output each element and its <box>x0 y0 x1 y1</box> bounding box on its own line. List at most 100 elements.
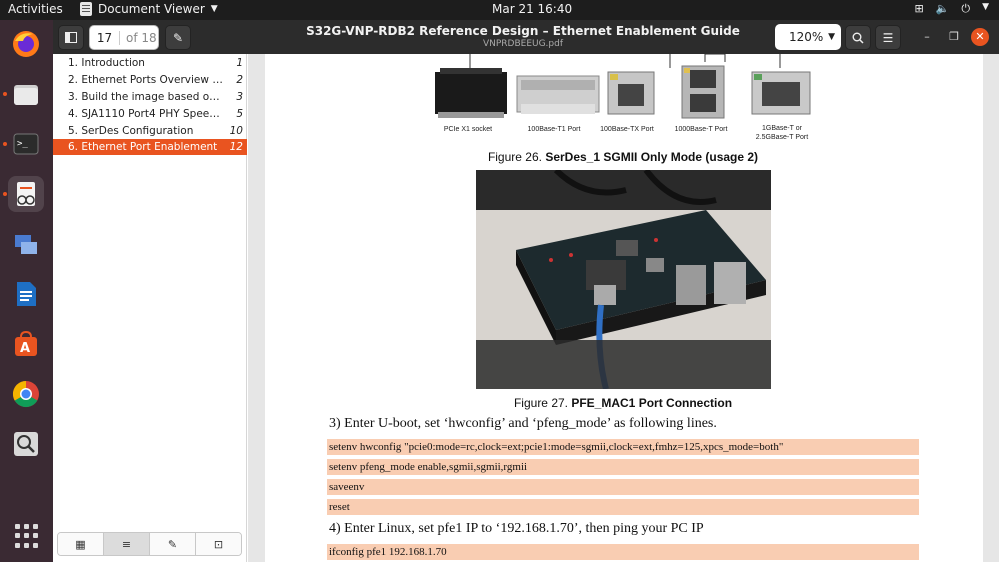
hamburger-icon: ☰ <box>882 30 894 45</box>
activities-button[interactable]: Activities <box>8 2 63 16</box>
zoom-select[interactable]: 120% ▼ <box>775 24 841 50</box>
bookmarks-tab[interactable]: ⊡ <box>196 533 241 555</box>
document-filename: VNPRDBEEUG.pdf <box>482 39 564 49</box>
magnifier-icon <box>14 432 38 456</box>
outline-item-page: 3 <box>236 91 243 103</box>
zoom-value: 120% <box>789 30 824 44</box>
port-label: PCIe X1 socket <box>443 126 493 133</box>
running-indicator <box>3 192 7 196</box>
dock-software[interactable]: A <box>8 326 44 362</box>
outline-item-label: 3. Build the image based on B... <box>68 91 226 103</box>
bookmark-icon: ⊡ <box>213 537 224 551</box>
outline-icon: ≡ <box>121 537 132 551</box>
outline-item-label: 6. Ethernet Port Enablement <box>68 141 218 153</box>
svg-text:A: A <box>20 341 30 356</box>
step-4-text: 4) Enter Linux, set pfe1 IP to ‘192.168.… <box>329 521 704 536</box>
chevron-down-icon: ▼ <box>210 4 218 14</box>
code-line: ifconfig pfe1 192.168.1.70 <box>327 544 919 561</box>
dock: >_ A <box>0 20 53 562</box>
dock-remote-desktop[interactable] <box>8 226 44 262</box>
outline-item[interactable]: 1. Introduction 1 <box>53 55 247 71</box>
figure-26-caption: Figure 26. SerDes_1 SGMII Only Mode (usa… <box>385 150 861 164</box>
dock-terminal[interactable]: >_ <box>3 126 44 162</box>
port-label: 1GBase-T or 2.5GBase-T Port <box>755 125 809 141</box>
folder-icon <box>14 85 38 105</box>
search-button[interactable] <box>845 25 871 50</box>
page-number-field[interactable]: 17 of 18 <box>89 25 159 50</box>
port-figure-image <box>435 54 811 119</box>
outline-item[interactable]: 5. SerDes Configuration 10 <box>53 123 247 139</box>
pdf-page: PCIe X1 socket 100Base-T1 Port 100Base-T… <box>265 54 983 562</box>
dock-files[interactable] <box>3 76 44 112</box>
top-bar: Activities Document Viewer ▼ Mar 21 16:4… <box>0 0 999 20</box>
step-3-text: 3) Enter U-boot, set ‘hwconfig’ and ‘pfe… <box>329 416 717 431</box>
outline-sidebar: 1. Introduction 1 2. Ethernet Ports Over… <box>53 54 247 562</box>
code-line: reset <box>327 499 919 516</box>
show-apps-icon[interactable] <box>15 524 39 548</box>
chevron-down-icon: ▼ <box>828 32 835 42</box>
maximize-button[interactable]: ❐ <box>949 30 959 43</box>
page-total: of 18 <box>126 30 157 45</box>
close-button[interactable]: ✕ <box>971 28 989 46</box>
outline-item-page: 5 <box>236 108 243 120</box>
outline-tab[interactable]: ≡ <box>104 533 150 555</box>
outline-item[interactable]: 4. SJA1110 Port4 PHY Speed C... 5 <box>53 106 247 122</box>
outline-item-label: 1. Introduction <box>68 57 145 69</box>
document-title: S32G-VNP-RDB2 Reference Design – Etherne… <box>306 24 740 38</box>
page-current[interactable]: 17 <box>90 30 120 45</box>
figure-27-prefix: Figure 27. <box>513 396 572 410</box>
figure-26-prefix: Figure 26. <box>487 150 546 164</box>
outline-item[interactable]: 2. Ethernet Ports Overview an... 2 <box>53 72 247 88</box>
minimize-button[interactable]: – <box>924 30 930 43</box>
tray-chevron-icon: ▼ <box>982 2 989 12</box>
outline-item[interactable]: 3. Build the image based on B... 3 <box>53 89 247 105</box>
power-icon: ⏻ <box>961 2 971 15</box>
sidebar-view-switcher: ▦ ≡ ✎ ⊡ <box>57 532 242 556</box>
port-label: 1000Base-T Port <box>674 126 728 133</box>
sidebar-toggle-button[interactable] <box>58 25 84 50</box>
system-tray[interactable]: ⊞ 🔈 ⏻ ▼ <box>914 2 989 16</box>
svg-text:>_: >_ <box>17 139 28 149</box>
board-photo <box>476 170 771 389</box>
app-menu-label: Document Viewer <box>98 2 205 16</box>
app-menu[interactable]: Document Viewer ▼ <box>80 2 218 16</box>
outline-item-page: 1 <box>236 57 243 69</box>
outline-item-label: 5. SerDes Configuration <box>68 125 194 137</box>
search-icon <box>852 32 864 44</box>
outline-item-page: 10 <box>229 125 243 137</box>
writer-icon <box>17 282 36 306</box>
code-line: saveenv <box>327 479 919 496</box>
outline-item-selected[interactable]: 6. Ethernet Port Enablement 12 <box>53 139 247 155</box>
sidebar-icon <box>65 32 77 43</box>
header-bar: 17 of 18 ✎ S32G-VNP-RDB2 Reference Desig… <box>53 20 999 54</box>
dock-document-viewer[interactable] <box>3 176 44 212</box>
terminal-icon: >_ <box>13 133 39 155</box>
dock-firefox[interactable] <box>8 26 44 62</box>
document-viewer-icon <box>80 2 92 16</box>
running-indicator <box>3 142 7 146</box>
pencil-icon: ✎ <box>172 30 184 45</box>
document-view[interactable]: PCIe X1 socket 100Base-T1 Port 100Base-T… <box>248 54 999 562</box>
outline-item-label: 2. Ethernet Ports Overview an... <box>68 74 226 86</box>
port-label: 100Base-T1 Port <box>527 126 581 133</box>
figure-27-caption: Figure 27. PFE_MAC1 Port Connection <box>385 396 861 410</box>
dock-image-viewer[interactable] <box>8 426 44 462</box>
dock-chrome[interactable] <box>8 376 44 412</box>
main-menu-button[interactable]: ☰ <box>875 25 901 50</box>
dock-writer[interactable] <box>8 276 44 312</box>
clock[interactable]: Mar 21 16:40 <box>492 2 573 16</box>
outline-item-page: 2 <box>236 74 243 86</box>
code-line: setenv pfeng_mode enable,sgmii,sgmii,rgm… <box>327 459 919 476</box>
network-icon: ⊞ <box>914 2 924 15</box>
outline-item-page: 12 <box>229 141 243 153</box>
annotation-icon: ✎ <box>167 537 178 551</box>
figure-26-title: SerDes_1 SGMII Only Mode (usage 2) <box>545 150 759 164</box>
thumbnails-tab[interactable]: ▦ <box>58 533 104 555</box>
window-title-area: S32G-VNP-RDB2 Reference Design – Etherne… <box>263 24 783 49</box>
chrome-icon <box>12 380 39 408</box>
annotate-button[interactable]: ✎ <box>165 25 191 50</box>
vertical-scrollbar[interactable] <box>991 54 999 562</box>
annotations-tab[interactable]: ✎ <box>150 533 196 555</box>
software-store-icon: A <box>15 330 37 356</box>
code-line: setenv hwconfig "pcie0:mode=rc,clock=ext… <box>327 439 919 456</box>
